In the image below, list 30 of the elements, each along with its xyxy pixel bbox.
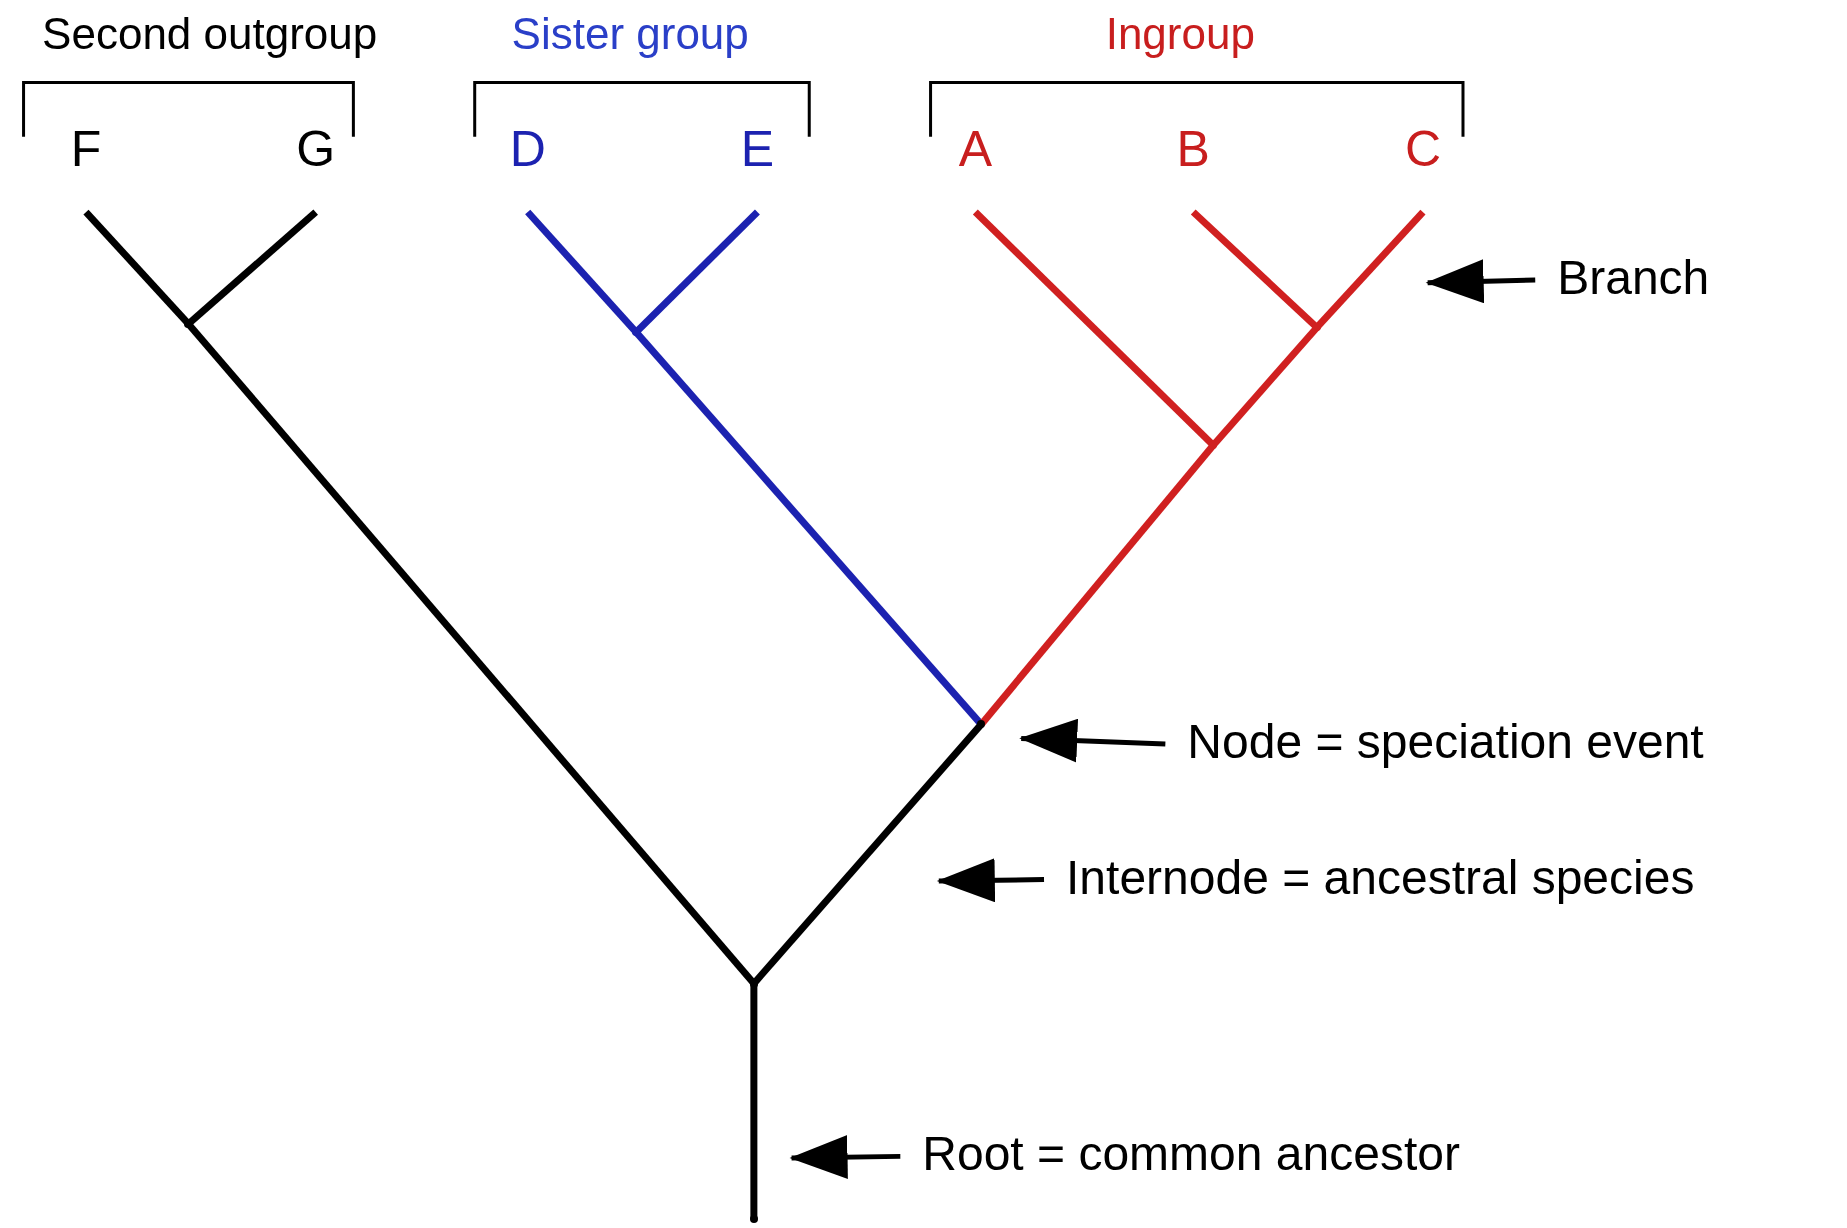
annotation-text: Branch [1557, 254, 1710, 302]
arrow [789, 1135, 901, 1180]
taxon-label: D [497, 123, 558, 174]
annotation-text: Internode = ancestral species [1066, 853, 1695, 902]
arrow [1019, 718, 1166, 763]
taxon-label: E [727, 123, 788, 174]
junction-point [749, 1215, 758, 1224]
tree-branch-line [633, 209, 760, 335]
arrow [1425, 259, 1536, 304]
tree-branch-line [1210, 325, 1320, 448]
tree-branch-line [978, 443, 1216, 727]
junction-point [977, 720, 986, 729]
annotation-text: Node = speciation event [1187, 718, 1704, 767]
tree-branch-line [751, 722, 984, 986]
tree-branch-line [633, 329, 984, 727]
tree-branch-line [185, 321, 757, 986]
taxon-label: B [1163, 123, 1224, 174]
taxon-label: F [56, 123, 116, 174]
taxon-label: A [945, 123, 1006, 174]
tree-branch-line [1314, 209, 1426, 330]
group-heading: Sister group [510, 11, 750, 56]
arrow [936, 858, 1045, 903]
annotation-text: Root = common ancestor [922, 1130, 1460, 1179]
tree-branch-line [972, 209, 1216, 448]
tree-branch-line [186, 209, 318, 327]
tree-branch-line [525, 209, 639, 335]
group-heading: Second outgroup [41, 11, 379, 56]
taxon-label: G [285, 123, 346, 174]
taxon-label: C [1392, 123, 1453, 174]
group-heading: Ingroup [1104, 11, 1256, 56]
